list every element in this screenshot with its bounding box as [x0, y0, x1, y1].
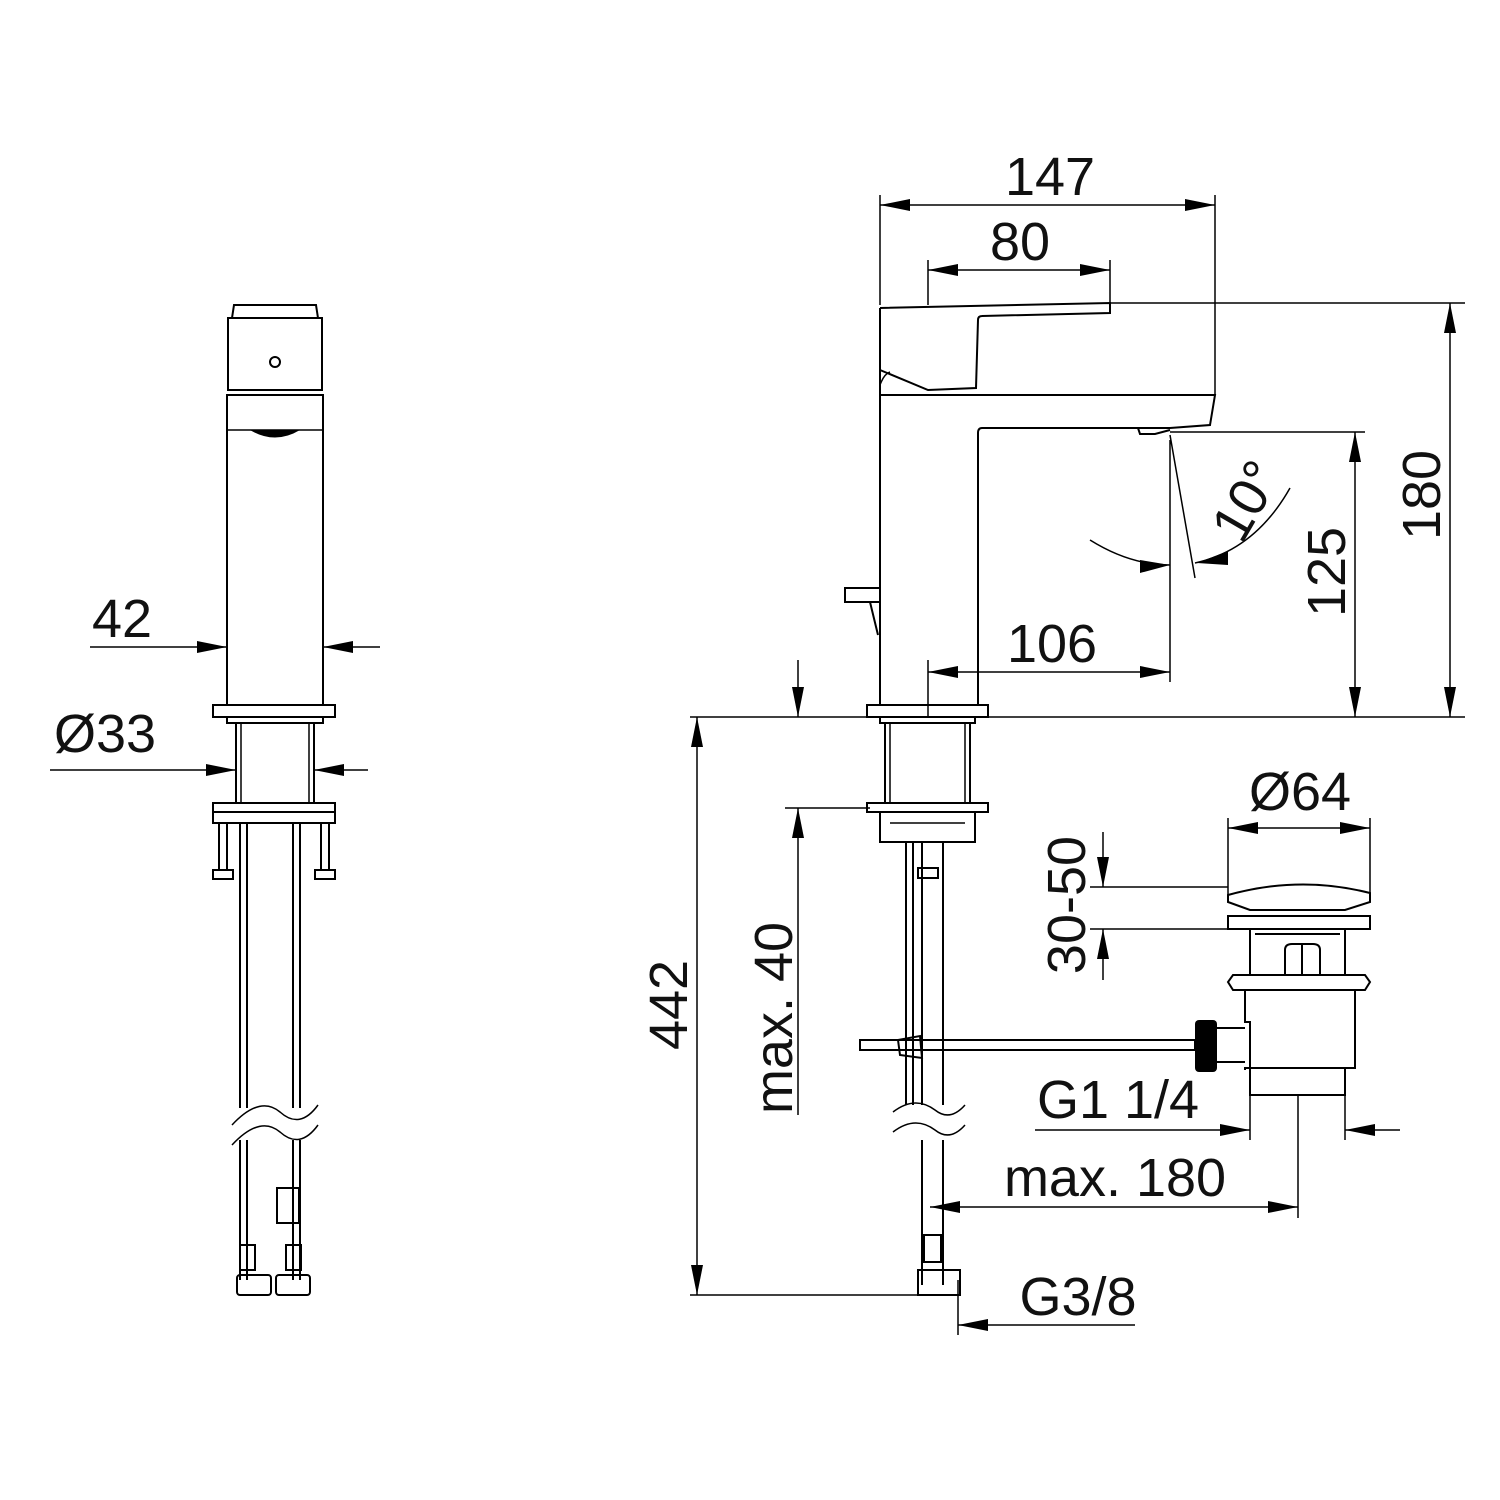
- dimension-label-spout-height: 125: [1297, 527, 1357, 617]
- dimension-label-shank-diameter: Ø33: [54, 704, 156, 764]
- dimension-106: 106: [927, 614, 1170, 717]
- dimension-180: 180: [690, 302, 1465, 718]
- dimension-label-total-depth: 442: [639, 960, 699, 1050]
- pop-up-rod-handle: [844, 587, 881, 636]
- lever-handle: [879, 301, 1111, 392]
- threaded-shank: [235, 722, 315, 804]
- pop-up-waste-drain: [1195, 883, 1372, 1096]
- dimension-max-40: max. 40: [744, 660, 870, 1115]
- dimension-g3-8: G3/8: [957, 1267, 1137, 1335]
- dimension-label-max-deck-thickness: max. 40: [744, 922, 804, 1114]
- dimension-label-stroke: 30-50: [1037, 836, 1097, 974]
- dimension-label-lever-length: 80: [990, 212, 1050, 272]
- dimension-diameter-33: Ø33: [50, 704, 368, 776]
- handle-cap: [230, 304, 320, 319]
- drain-plug: [1227, 883, 1371, 911]
- side-view-faucet: [844, 301, 1217, 1296]
- base-flange: [212, 704, 336, 718]
- pop-up-rod: [859, 1039, 1196, 1051]
- faucet-body: [226, 394, 324, 706]
- rod-connector: [1195, 1020, 1217, 1072]
- indicator-dot: [269, 356, 281, 368]
- dimension-30-50: 30-50: [1037, 832, 1228, 980]
- handle: [227, 317, 323, 391]
- dimension-125: 125: [1170, 431, 1365, 717]
- dimension-label-supply-thread: G3/8: [1019, 1267, 1136, 1327]
- front-view-faucet: [212, 304, 336, 1296]
- aerator: [250, 430, 300, 438]
- side-rods-hose: [905, 842, 944, 1285]
- drain-tail: [1249, 1067, 1346, 1096]
- fixing-nut: [212, 811, 336, 824]
- dimension-label-width: 42: [92, 589, 152, 649]
- dimension-g1-1-4: G1 1/4: [1035, 1070, 1400, 1140]
- faucet-body-spout: [879, 308, 1217, 705]
- dimension-label-max-distance: max. 180: [1004, 1148, 1226, 1208]
- dimension-label-drain-thread: G1 1/4: [1037, 1070, 1199, 1130]
- dimension-80: 80: [927, 212, 1111, 305]
- dimension-label-overall-length: 147: [1005, 147, 1095, 207]
- dimension-label-plug-diameter: Ø64: [1249, 762, 1351, 822]
- dimension-442: 442: [639, 717, 958, 1296]
- dimension-42: 42: [90, 589, 380, 653]
- dimension-label-spray-angle: 10°: [1200, 451, 1293, 552]
- dimension-max-180: max. 180: [930, 1095, 1299, 1218]
- dimension-147: 147: [879, 147, 1216, 395]
- dimension-spray-angle: 10°: [1089, 434, 1293, 682]
- dimension-diameter-64: Ø64: [1227, 762, 1371, 895]
- supply-hoses: [239, 823, 301, 1280]
- dimension-label-spout-reach: 106: [1007, 614, 1097, 674]
- dimension-label-overall-height: 180: [1392, 450, 1452, 540]
